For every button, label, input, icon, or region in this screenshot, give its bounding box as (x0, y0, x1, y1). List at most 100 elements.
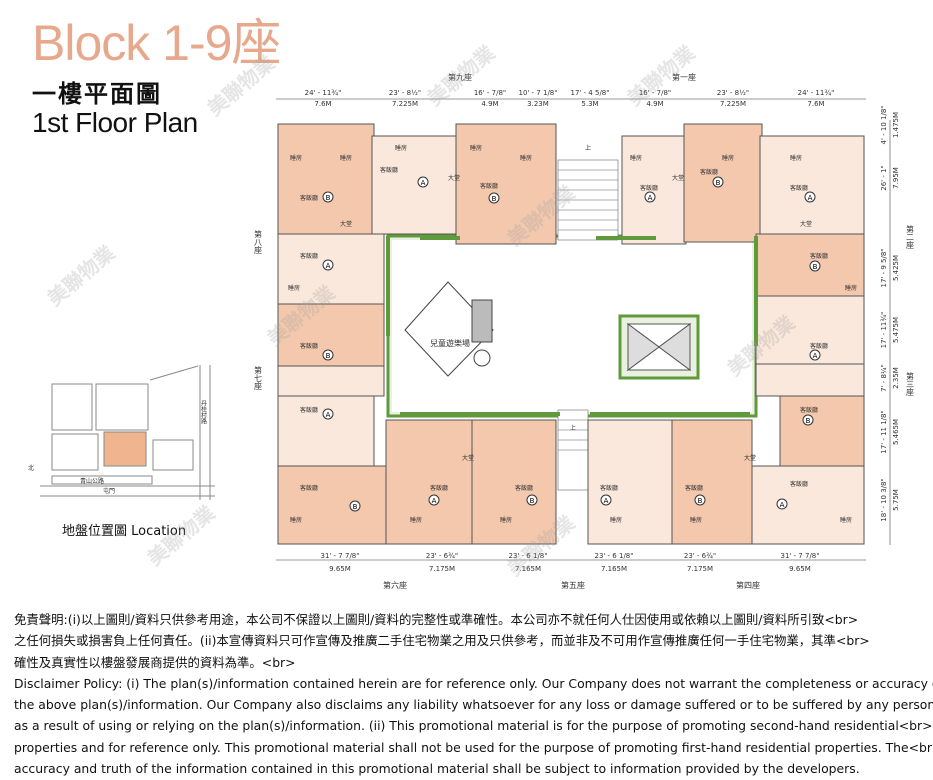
block-labels-vertical: 第八座 第七座 第二座 第三座 (254, 224, 915, 397)
block-3-label: 第三座 (906, 371, 915, 397)
stair-up-label: 上 (585, 144, 591, 152)
dim-top-1-met: 7.6M (314, 100, 331, 108)
dim-top-3-met: 4.9M (481, 100, 498, 108)
svg-text:A: A (813, 352, 818, 360)
dim-top-3-imp: 16' - 7/8" (474, 89, 506, 97)
dim-right-2-met: 7.95M (892, 167, 900, 189)
room-label-bedroom: 睡房 (290, 516, 302, 524)
disclaimer-en-line: as a result of using or relying on the p… (14, 718, 933, 734)
dim-top-1-imp: 24' - 11¾" (305, 89, 342, 97)
room-label-bedroom: 睡房 (340, 154, 352, 162)
bottom-dimensions: 31' - 7 7/8" 9.65M 23' - 6¾" 7.175M 23' … (321, 552, 820, 573)
svg-text:B: B (530, 497, 535, 505)
unit-badge-a: A (417, 176, 429, 188)
svg-text:B: B (698, 497, 703, 505)
dim-bottom-5-met: 7.175M (687, 565, 713, 573)
playground: 兒童遊樂場 (404, 281, 494, 377)
block-9-label: 第九座 (448, 72, 472, 82)
dim-right-4-met: 5.475M (892, 317, 900, 343)
room-label-bedroom: 睡房 (722, 154, 734, 162)
room-label-lobby: 大堂 (744, 454, 756, 462)
dim-top-7-met: 7.225M (720, 100, 746, 108)
unit-badge-b: B (526, 494, 538, 506)
unit-badge-b: B (488, 192, 500, 204)
dim-top-5-met: 5.3M (581, 100, 598, 108)
dim-bottom-5-imp: 23' - 6¾" (684, 552, 716, 560)
svg-text:A: A (421, 179, 426, 187)
svg-text:A: A (604, 497, 609, 505)
room-label-bedroom: 睡房 (520, 154, 532, 162)
room-label-living: 客飯廳 (300, 484, 318, 492)
block-7-label: 第七座 (254, 365, 263, 391)
svg-text:A: A (432, 497, 437, 505)
unit-badge-b: B (712, 176, 724, 188)
location-road-label-2: 屯門 (103, 487, 115, 495)
unit-badge-a: A (809, 349, 821, 361)
disclaimer-en-line: the above plan(s)/information. Our Compa… (14, 697, 933, 713)
location-road-label: 青山公路 (80, 477, 104, 485)
top-dimensions: 24' - 11¾" 7.6M 23' - 8½" 7.225M 16' - 7… (305, 89, 835, 108)
svg-text:A: A (808, 194, 813, 202)
dim-right-5-met: 2.35M (892, 367, 900, 389)
dim-right-4-imp: 17' - 11¾" (880, 312, 888, 349)
dim-right-7-imp: 18' - 10 3/8" (880, 478, 888, 521)
disclaimer-zh-line: 之任何損失或損害負上任何責任。(ii)本宣傳資料只可作宣傳及推廣二手住宅物業之用… (14, 633, 870, 649)
room-label-living: 客飯廳 (380, 166, 398, 174)
room-label-living: 客飯廳 (700, 168, 718, 176)
stair-up-label: 上 (570, 424, 576, 432)
unit-badge-b: B (322, 191, 334, 203)
dim-right-3-imp: 17' - 9 5/8" (880, 249, 888, 288)
greenery-strips (386, 236, 758, 416)
dim-top-7-imp: 23' - 8½" (717, 89, 749, 97)
room-label-living: 客飯廳 (790, 480, 808, 488)
block-labels: 第九座 第一座 第六座 第五座 第四座 (383, 72, 760, 590)
svg-text:B: B (326, 352, 331, 360)
svg-text:B: B (353, 503, 358, 511)
dim-right-1-met: 1.475M (892, 112, 900, 138)
subtitle-english: 1st Floor Plan (32, 107, 198, 138)
page-title: Block 1-9座 (32, 15, 281, 71)
room-label-living: 客飯廳 (430, 484, 448, 492)
central-staircases (557, 159, 619, 491)
room-label-living: 客飯廳 (600, 484, 618, 492)
location-map-roads (40, 365, 215, 500)
svg-text:B: B (813, 263, 818, 271)
pavilion (618, 314, 700, 380)
room-label-bedroom: 睡房 (395, 144, 407, 152)
block-6-label: 第六座 (383, 580, 407, 590)
room-label-living: 客飯廳 (300, 342, 318, 350)
north-arrow: 北 (28, 464, 34, 472)
room-label-lobby: 大堂 (448, 174, 460, 182)
dim-bottom-6-met: 9.65M (789, 565, 811, 573)
room-label-living: 客飯廳 (790, 184, 808, 192)
title-block: Block 1-9座 一樓平面圖 1st Floor Plan (32, 15, 281, 138)
room-label-bedroom: 睡房 (470, 144, 482, 152)
dim-right-5-imp: 7' - 8¼" (880, 364, 888, 392)
room-label-living: 客飯廳 (300, 194, 318, 202)
svg-text:B: B (716, 179, 721, 187)
room-label-bedroom: 睡房 (290, 154, 302, 162)
room-label-living: 客飯廳 (810, 252, 828, 260)
dim-bottom-6-imp: 31' - 7 7/8" (781, 552, 820, 560)
playground-label: 兒童遊樂場 (430, 338, 470, 348)
unit-badge-a: A (600, 494, 612, 506)
dim-top-4-met: 3.23M (527, 100, 549, 108)
dim-right-7-met: 5.75M (892, 489, 900, 511)
dim-bottom-2-met: 7.175M (429, 565, 455, 573)
unit-badge-b: B (802, 414, 814, 426)
dim-right-2-imp: 26' - 1" (880, 165, 888, 190)
dim-top-2-met: 7.225M (392, 100, 418, 108)
disclaimer: 免責聲明:(i)以上圖則/資料只供參考用途，本公司不保證以上圖則/資料的完整性或… (14, 609, 933, 779)
dim-top-8-imp: 24' - 11¾" (798, 89, 835, 97)
disclaimer-en-line: Disclaimer Policy: (i) The plan(s)/infor… (14, 675, 933, 691)
dim-bottom-2-imp: 23' - 6¾" (426, 552, 458, 560)
apartment-units (277, 123, 865, 545)
room-label-living: 客飯廳 (300, 406, 318, 414)
unit-badges: B A B A B A A B A B B A B A A B A B (322, 176, 821, 512)
block-4-label: 第四座 (736, 580, 760, 590)
disclaimer-en-line: properties and for reference only. This … (14, 739, 933, 755)
svg-text:B: B (806, 417, 811, 425)
room-label-living: 客飯廳 (480, 182, 498, 190)
location-label: 地盤位置圖 Location (62, 524, 187, 539)
dim-top-2-imp: 23' - 8½" (389, 89, 421, 97)
